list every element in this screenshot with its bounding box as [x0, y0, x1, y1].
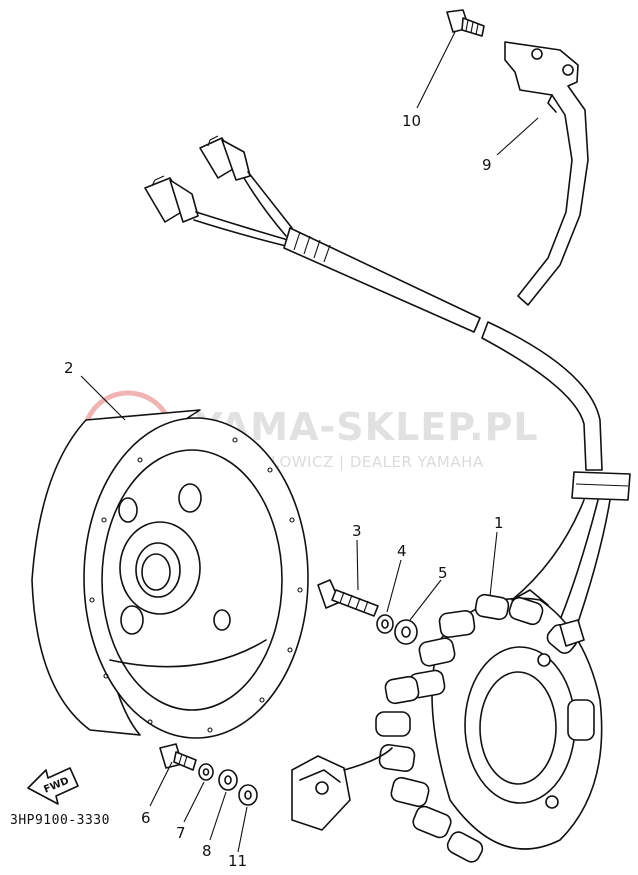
- watermark-subtitle: W. SIEDLOWICZ | DEALER YAMAHA: [210, 453, 484, 471]
- stator-coils: [375, 593, 595, 863]
- callout-5: 5: [438, 564, 448, 582]
- stator-part-1: [375, 589, 603, 863]
- grommet: [571, 471, 631, 501]
- callout-2: 2: [64, 359, 74, 377]
- rotor-part-2: [31, 409, 309, 739]
- callouts: 10 9 2 3 4 5 1 6 7 8 11: [64, 112, 504, 870]
- connector-plug-upper: [199, 135, 251, 181]
- callout-8: 8: [202, 842, 212, 860]
- callout-3: 3: [352, 522, 362, 540]
- washer-part-5: [394, 619, 418, 645]
- callout-9: 9: [482, 156, 492, 174]
- callout-10: 10: [402, 112, 421, 130]
- screw-part-6: [159, 743, 197, 771]
- bolt-part-10: [446, 9, 485, 37]
- bracket-part-9: [504, 41, 589, 306]
- lock-washer-part-7: [198, 763, 214, 781]
- callout-7: 7: [176, 824, 186, 842]
- callout-6: 6: [141, 809, 151, 827]
- callout-4: 4: [397, 542, 407, 560]
- rotor-rim-holes: [89, 437, 303, 733]
- catalog-code: 3HP9100-3330: [10, 813, 110, 828]
- washer-part-11: [238, 784, 258, 806]
- connector-plug-lower: [144, 175, 199, 223]
- lock-washer-part-4: [376, 614, 394, 634]
- callout-1: 1: [494, 514, 504, 532]
- leader-lines: [80, 31, 539, 853]
- washer-part-8: [218, 769, 238, 791]
- fwd-arrow-icon: FWD: [27, 767, 79, 805]
- callout-11: 11: [228, 852, 247, 870]
- pickup-coil: [291, 747, 393, 831]
- wire-harness: [144, 135, 631, 641]
- bolt-part-3: [317, 579, 379, 617]
